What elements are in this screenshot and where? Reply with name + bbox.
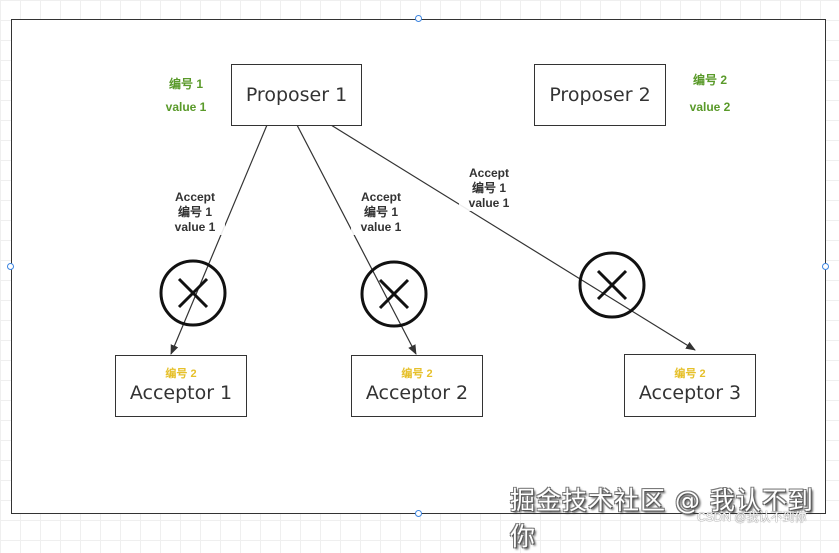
diagram-frame[interactable] (11, 19, 826, 514)
accept-arrow-to-acceptor-1[interactable] (170, 124, 268, 355)
edge-label-1: Accept 编号 1 value 1 (165, 190, 225, 235)
edge-label-value: value 1 (174, 220, 216, 234)
edge-label-3: Accept 编号 1 value 1 (459, 166, 519, 211)
acceptor-1-node[interactable]: 编号 2 Acceptor 1 (115, 355, 247, 417)
reject-circle-icon (578, 251, 646, 319)
edge-label-number: 编号 1 (363, 205, 398, 219)
edge-label-value: value 1 (468, 196, 510, 210)
accept-arrow-to-acceptor-2[interactable] (296, 124, 417, 355)
acceptor-promised-number: 编号 2 (401, 368, 433, 380)
acceptor-2-node[interactable]: 编号 2 Acceptor 2 (351, 355, 483, 417)
reject-x-icon (596, 269, 628, 301)
resize-handle-right[interactable] (822, 263, 829, 270)
acceptor-promised-number: 编号 2 (165, 368, 197, 380)
resize-handle-left[interactable] (7, 263, 14, 270)
proposer-1-number: 编号 1 (168, 77, 203, 91)
proposer-2-value: value 2 (689, 100, 731, 114)
reject-mark-1 (159, 259, 227, 327)
resize-handle-bottom[interactable] (415, 510, 422, 517)
accept-arrow-to-acceptor-3[interactable] (330, 124, 696, 351)
edge-label-action: Accept (360, 190, 401, 204)
watermark-small: CSDN @我认不到你 (697, 510, 807, 524)
acceptor-3-node[interactable]: 编号 2 Acceptor 3 (624, 354, 756, 417)
reject-x-icon (378, 278, 410, 310)
edge-label-action: Accept (174, 190, 215, 204)
edge-label-number: 编号 1 (471, 181, 506, 195)
node-label: Acceptor 2 (365, 382, 469, 404)
edge-label-number: 编号 1 (177, 205, 212, 219)
proposer-1-value: value 1 (165, 100, 207, 114)
reject-mark-3 (578, 251, 646, 319)
edges-layer (159, 124, 696, 355)
node-label: Acceptor 1 (129, 382, 233, 404)
reject-circle-icon (159, 259, 227, 327)
node-label: Proposer 1 (245, 84, 348, 106)
proposer-2-number: 编号 2 (692, 73, 727, 87)
reject-circle-icon (360, 260, 428, 328)
edge-label-action: Accept (468, 166, 509, 180)
edge-label-value: value 1 (360, 220, 402, 234)
reject-x-icon (177, 277, 209, 309)
acceptor-promised-number: 编号 2 (674, 367, 706, 380)
proposer-2-node[interactable]: Proposer 2 (534, 64, 666, 126)
node-label: Acceptor 3 (638, 381, 742, 404)
reject-mark-2 (360, 260, 428, 328)
edge-label-2: Accept 编号 1 value 1 (351, 190, 411, 235)
node-label: Proposer 2 (549, 84, 651, 106)
proposer-1-node[interactable]: Proposer 1 (231, 64, 362, 126)
resize-handle-top[interactable] (415, 15, 422, 22)
